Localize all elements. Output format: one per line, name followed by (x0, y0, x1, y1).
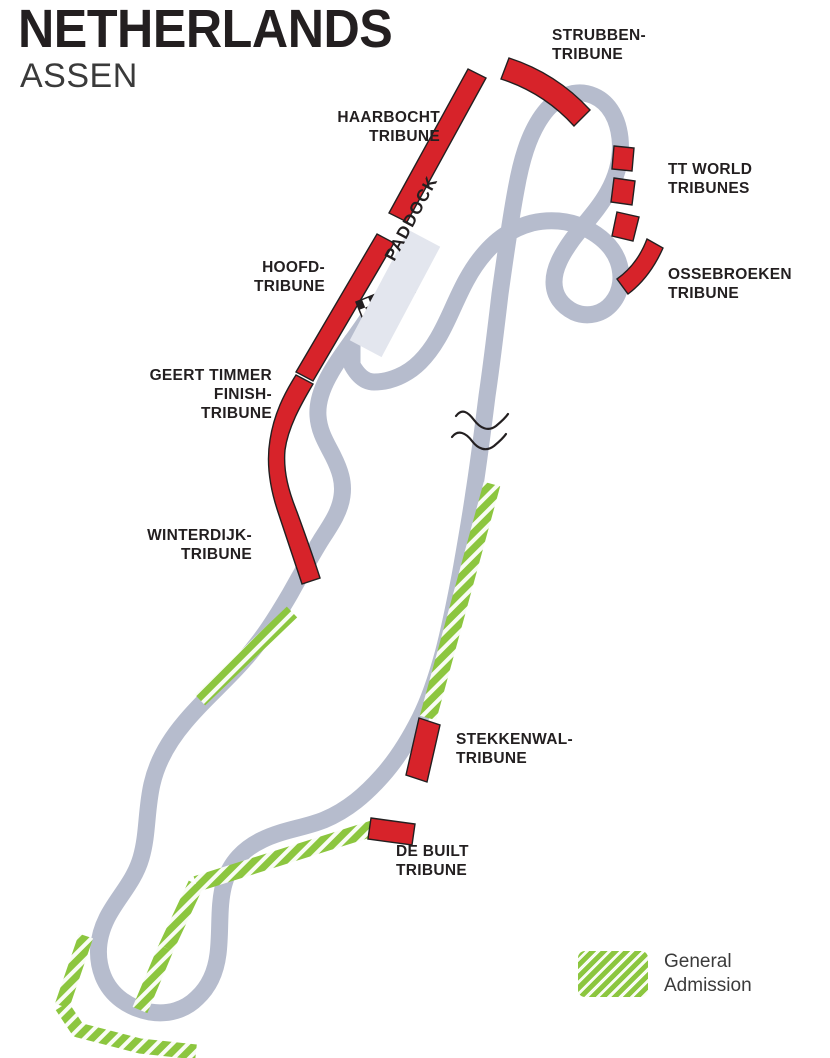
label-ossebroeken-tribune: OSSEBROEKEN TRIBUNE (668, 266, 792, 302)
label-winterdijk-tribune: WINTERDIJK- TRIBUNE (147, 527, 252, 563)
label-hoofd-tribune: HOOFD- TRIBUNE (254, 259, 325, 295)
label-stekkenwal-tribune: STEKKENWAL- TRIBUNE (456, 731, 573, 767)
label-haarbocht-tribune: HAARBOCHT TRIBUNE (337, 109, 440, 145)
grandstand-de-built (367, 817, 416, 846)
label-geert-timmer-finish-tribune: GEERT TIMMER FINISH- TRIBUNE (149, 367, 272, 422)
grandstand-haarbocht (388, 68, 487, 223)
label-tt-world-tribunes: TT WORLD TRIBUNES (668, 161, 753, 197)
general-admission-areas (54, 481, 501, 1058)
page-title-country: NETHERLANDS (18, 0, 393, 59)
label-strubben-tribune: STRUBBEN- TRIBUNE (552, 27, 646, 63)
grandstand-strubben (500, 57, 591, 128)
page-title-city: ASSEN (20, 57, 138, 95)
legend-swatch-general-admission (578, 951, 648, 997)
grandstands (267, 57, 664, 846)
grandstand-stekkenwal (405, 717, 441, 783)
grandstand-hoofd (295, 233, 395, 382)
title-block: NETHERLANDS ASSEN (18, 2, 438, 94)
label-de-built-tribune: DE BUILT TRIBUNE (396, 843, 469, 879)
legend-label-general-admission: General Admission (664, 951, 752, 996)
grandstand-tt-world-2 (610, 177, 636, 206)
grandstand-geert-timmer-winterdijk (267, 374, 321, 585)
track-break-symbol (450, 410, 510, 451)
grandstand-tt-world-1 (611, 145, 635, 172)
grandstand-tt-world-3 (611, 211, 640, 242)
grandstand-ossebroeken (616, 237, 664, 295)
legend: General Admission (578, 950, 752, 998)
